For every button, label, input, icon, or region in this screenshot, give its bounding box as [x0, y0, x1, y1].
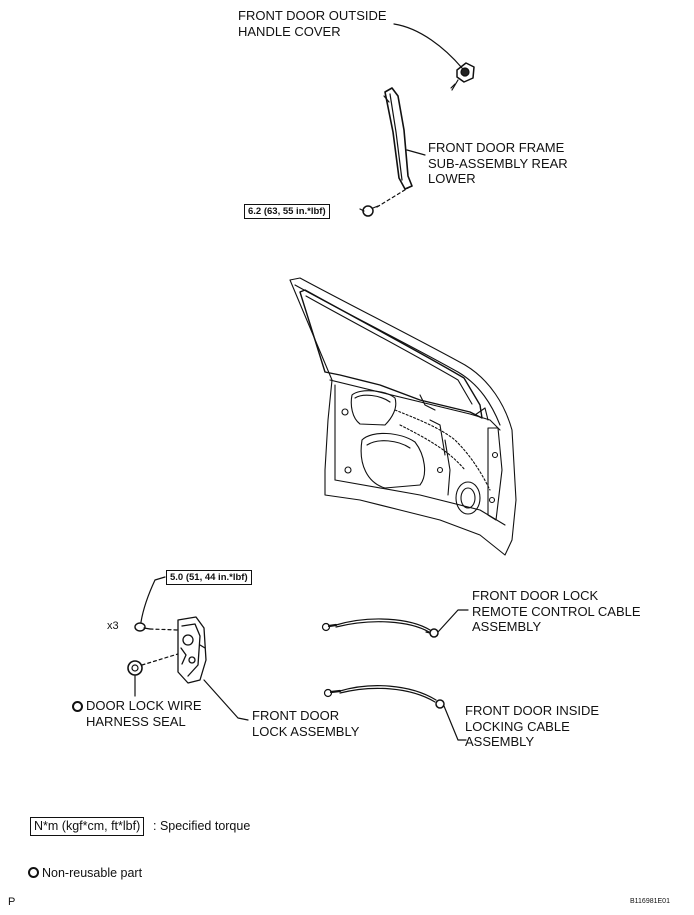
label-frame-rear-lower: FRONT DOOR FRAME SUB-ASSEMBLY REAR LOWER [428, 140, 568, 186]
legend-torque-desc: : Specified torque [153, 819, 251, 833]
wire-harness-seal-part [127, 660, 143, 676]
inside-locking-cable-leader [443, 705, 467, 741]
harness-seal-dashed-line [141, 653, 179, 666]
legend-non-reusable-text: Non-reusable part [42, 866, 143, 880]
door-frame-rear-lower-part [383, 87, 413, 190]
label-inside-locking-cable: FRONT DOOR INSIDE LOCKING CABLE ASSEMBLY [465, 703, 600, 749]
door-lock-assembly-part [177, 616, 207, 684]
frame-rear-lower-leader [406, 149, 426, 156]
frame-bolt-part [359, 205, 379, 217]
label-outside-handle-cover: FRONT DOOR OUTSIDE HANDLE COVER [238, 8, 387, 39]
label-lock-remote-cable: FRONT DOOR LOCK REMOTE CONTROL CABLE ASS… [472, 588, 641, 634]
lock-remote-cable-leader [437, 609, 469, 633]
lock-remote-cable-part [321, 618, 439, 638]
frame-bolt-dashed-line [376, 187, 409, 208]
outside-handle-cover-part [450, 62, 475, 91]
figure-id: B116981E01 [630, 898, 670, 905]
lock-screw-leader [140, 576, 166, 623]
legend-non-reusable: Non-reusable part [28, 866, 142, 880]
quantity-x3: x3 [107, 620, 119, 632]
torque-frame-bolt: 6.2 (63, 55 in.*lbf) [244, 204, 330, 219]
inside-locking-cable-part [323, 685, 445, 709]
door-panel [289, 277, 517, 556]
lock-screw-part [134, 622, 151, 632]
non-reusable-icon [72, 701, 83, 712]
door-lock-assembly-leader [203, 679, 249, 721]
label-wire-harness-seal: DOOR LOCK WIRE HARNESS SEAL [86, 698, 202, 729]
footer-left-mark: P [8, 896, 16, 908]
outside-handle-cover-leader [393, 23, 463, 69]
legend-torque-unit: N*m (kgf*cm, ft*lbf) [30, 817, 145, 836]
non-reusable-legend-icon [28, 867, 39, 878]
torque-lock-screw: 5.0 (51, 44 in.*lbf) [166, 570, 252, 585]
lock-screw-dashed-line [149, 628, 179, 631]
label-door-lock-assembly: FRONT DOOR LOCK ASSEMBLY [252, 708, 360, 739]
